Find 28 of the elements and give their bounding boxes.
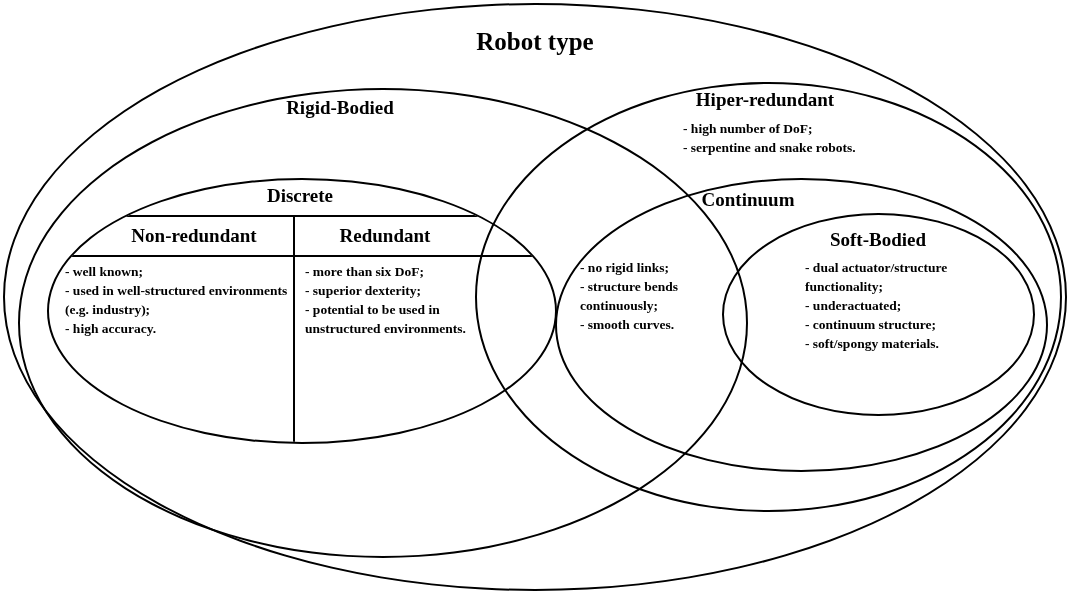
bullet-text: - dual actuator/structure functionality; [805,259,949,296]
region-title: Continuum [701,189,795,211]
ellipse-region [3,3,1067,591]
bullet-text: - potential to be used in unstructured environments. [305,301,467,338]
region-title: Soft-Bodied [829,229,927,251]
ellipse-region [475,82,1062,512]
region-title: Discrete [266,185,334,207]
bullet-text: - used in well-structured environments (e.g. industry); [65,282,289,319]
bullet-text: - smooth curves. [580,316,676,334]
bullet-text: - soft/spongy materials. [805,335,940,353]
bullet-text: - serpentine and snake robots. [683,139,857,157]
bullet-text: - more than six DoF; [305,263,425,281]
ellipse-region [722,213,1035,416]
bullet-text: - no rigid links; [580,259,670,277]
column-header: Redundant [339,225,431,247]
ellipse-region [555,178,1048,472]
bullet-text: - structure bends continuously; [580,278,679,315]
region-title: Robot type [476,28,594,56]
region-title: Rigid-Bodied [286,97,394,119]
bullet-text: - underactuated; [805,297,903,315]
bullet-text: - well known; [65,263,144,281]
ellipse-region [47,178,557,444]
bullet-text: - high number of DoF; [683,120,814,138]
bullet-text: - continuum structure; [805,316,937,334]
bullet-text: - high accuracy. [65,320,158,338]
column-header: Non-redundant [131,225,257,247]
bullet-text: - superior dexterity; [305,282,422,300]
region-title: Hiper-redundant [695,89,835,111]
